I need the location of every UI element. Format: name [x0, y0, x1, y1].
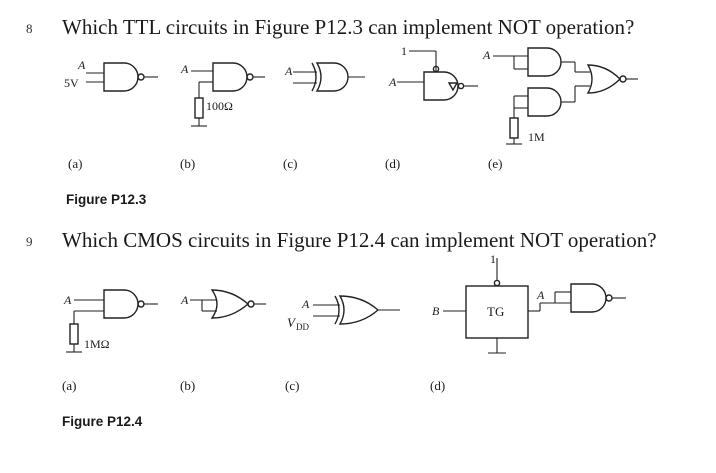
label-8d-a: A: [388, 75, 397, 89]
circuit-9d: 1 B TG A: [432, 252, 626, 354]
question-8-text: Which TTL circuits in Figure P12.3 can i…: [62, 15, 635, 39]
question-9-text: Which CMOS circuits in Figure P12.4 can …: [62, 228, 657, 252]
label-9c-a: A: [301, 297, 310, 311]
label-8a-a: A: [77, 58, 86, 72]
sublabel-8b: (b): [180, 156, 196, 171]
label-9d-1: 1: [490, 252, 496, 266]
question-9-number: 9: [26, 234, 33, 249]
circuit-8c: A: [284, 62, 365, 92]
sublabel-9c: (c): [285, 378, 300, 393]
label-8b-a: A: [180, 62, 189, 76]
label-9c-vdd-sub: DD: [296, 322, 309, 332]
figure-p12-3: A 5V A 100Ω A 1 A: [64, 44, 638, 145]
sublabel-9b: (b): [180, 378, 196, 393]
label-8e-a: A: [482, 48, 491, 62]
circuit-8b: A 100Ω: [180, 62, 265, 127]
question-8-number: 8: [26, 21, 33, 36]
circuit-8a: A 5V: [64, 58, 158, 92]
sublabel-8a: (a): [68, 156, 83, 171]
circuit-9a: A 1MΩ: [63, 289, 158, 353]
sublabel-8c: (c): [283, 156, 298, 171]
sublabel-8d: (d): [385, 156, 401, 171]
label-8c-a: A: [284, 64, 293, 78]
label-8a-5v: 5V: [64, 76, 79, 90]
sublabel-9d: (d): [430, 378, 446, 393]
circuit-9c: A V DD: [287, 295, 400, 332]
label-tg: TG: [487, 304, 504, 319]
label-8b-resistor: 100Ω: [206, 99, 233, 113]
circuit-8d: 1 A: [388, 44, 478, 101]
label-9c-vdd: V: [287, 315, 297, 330]
label-9d-a: A: [536, 288, 545, 302]
circuit-9b: A: [180, 289, 266, 319]
label-8d-1: 1: [401, 44, 407, 58]
figure-caption-p12-3: Figure P12.3: [66, 192, 147, 207]
label-8e-resistor: 1M: [528, 130, 545, 144]
label-9a-a: A: [63, 293, 72, 307]
label-9d-b: B: [432, 304, 440, 318]
label-9a-resistor: 1MΩ: [84, 337, 110, 351]
circuit-8e: A 1M: [482, 47, 638, 145]
sublabel-8e: (e): [488, 156, 503, 171]
label-9b-a: A: [180, 293, 189, 307]
figure-caption-p12-4: Figure P12.4: [62, 414, 143, 429]
sublabel-9a: (a): [62, 378, 77, 393]
